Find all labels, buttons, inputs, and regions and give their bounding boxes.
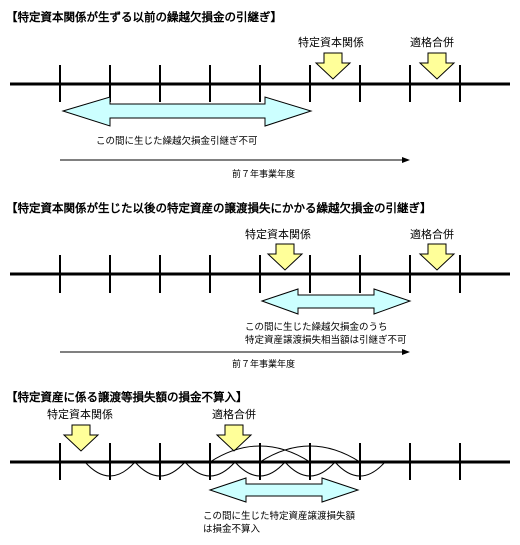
- section-3-heading: 【特定資産に係る譲渡等損失額の損金不算入】: [6, 390, 248, 404]
- year-arc: [134, 461, 186, 477]
- section-2-period-arrowhead: [402, 349, 410, 355]
- section-2-callout-arrow-merger: [418, 243, 456, 271]
- year-arc: [234, 461, 286, 477]
- section-1-period-arrowhead: [402, 157, 410, 163]
- section-3-callout-arrow-merger: [215, 424, 253, 452]
- year-arc: [84, 461, 136, 477]
- year-arc: [284, 461, 336, 477]
- section-2-callout-arrow-capital-relation: [266, 243, 304, 271]
- section-1-period-label: 前７年事業年度: [232, 168, 295, 180]
- section-2-timeline-ticks: [59, 255, 461, 293]
- section-2-heading: 【特定資本関係が生じた以後の特定資産の譲渡損失にかかる繰越欠損金の引継ぎ】: [6, 201, 432, 215]
- section-1-callout-arrow-merger: [418, 52, 456, 80]
- year-arc: [184, 461, 236, 477]
- section-3-callout-arrow-capital-relation: [62, 424, 100, 452]
- section-2-arrow-caption-line-1: この間に生じた繰越欠損金のうち: [245, 321, 388, 333]
- section-3-event-label-capital-relation: 特定資本関係: [47, 407, 113, 421]
- section-3-period-band-arrow: [208, 477, 360, 503]
- section-1-timeline-ticks: [59, 65, 461, 102]
- section-1-event-label-capital-relation: 特定資本関係: [298, 35, 364, 49]
- year-arc-upper: [259, 445, 361, 463]
- section-3-arrow-caption-line-1: この間に生じた特定資産譲渡損失額: [203, 510, 356, 522]
- section-2-arrow-caption-line-2: 特定資産譲渡損失相当額は引継ぎ不可: [245, 334, 407, 346]
- year-arc: [334, 461, 386, 477]
- section-2-period-band-arrow: [260, 288, 412, 315]
- section-3: 【特定資産に係る譲渡等損失額の損金不算入】 特定資本関係 適格合併: [6, 390, 510, 535]
- section-3-arrow-caption-line-2: は損金不算入: [203, 523, 261, 535]
- section-1-period-band-arrow: [61, 96, 313, 127]
- section-1-event-label-merger: 適格合併: [410, 35, 454, 49]
- section-1-arrow-caption: この間に生じた繰越欠損金引継ぎ不可: [96, 135, 258, 147]
- section-2-event-label-merger: 適格合併: [410, 227, 454, 241]
- section-2-event-label-capital-relation: 特定資本関係: [245, 227, 311, 241]
- section-3-year-arcs: [84, 445, 386, 477]
- section-2-period-label: 前７年事業年度: [232, 358, 295, 370]
- section-3-event-label-merger: 適格合併: [212, 407, 256, 421]
- year-arc-upper: [209, 445, 311, 463]
- section-1: 【特定資本関係が生ずる以前の繰越欠損金の引継ぎ】 特定資本関係 適格合併 この間…: [6, 10, 510, 180]
- section-1-callout-arrow-capital-relation: [314, 52, 352, 80]
- section-2: 【特定資本関係が生じた以後の特定資産の譲渡損失にかかる繰越欠損金の引継ぎ】 特定…: [6, 201, 510, 370]
- section-1-heading: 【特定資本関係が生ずる以前の繰越欠損金の引継ぎ】: [6, 10, 282, 24]
